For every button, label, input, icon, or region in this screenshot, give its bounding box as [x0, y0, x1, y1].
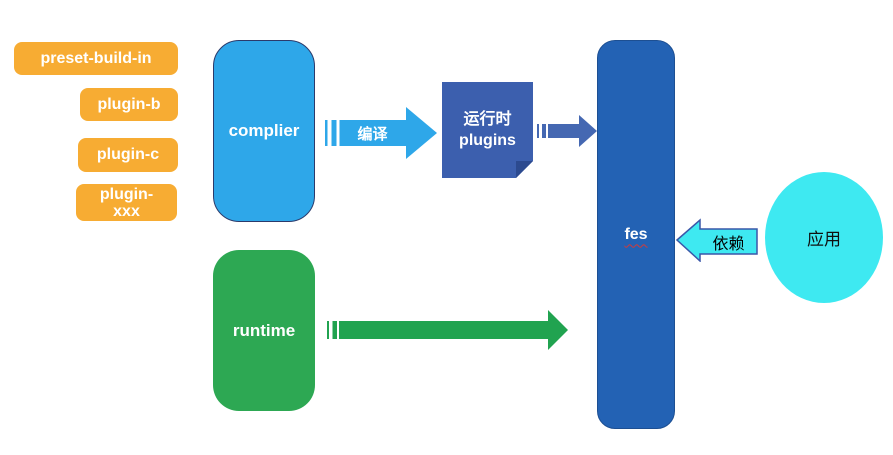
left-arrow-icon	[676, 218, 758, 262]
node-app-label: 应用	[807, 230, 841, 249]
arrow-runtime-to-fes	[326, 308, 568, 352]
node-fes-label: fes	[624, 225, 648, 243]
arrow-compile: 编译	[325, 106, 437, 160]
node-app: 应用	[765, 172, 883, 303]
node-runtime-plugins-line2: plugins	[459, 132, 516, 149]
node-compiler-label: complier	[228, 121, 300, 140]
arrow-app-depends-on-fes: 依赖	[676, 216, 758, 262]
node-compiler: complier	[213, 40, 315, 222]
node-fes: fes	[597, 40, 675, 429]
badge-label: preset-build-in	[40, 49, 152, 67]
right-arrow-icon	[537, 115, 597, 147]
badge-label: plugin-c	[96, 146, 160, 163]
node-runtime-label: runtime	[232, 320, 296, 340]
badge-preset-build-in: preset-build-in	[14, 42, 178, 75]
node-runtime-plugins-line1: 运行时	[463, 111, 512, 128]
badge-label-line2: xxx	[113, 202, 140, 220]
badge-label: plugin-b	[97, 95, 161, 113]
node-runtime: runtime	[213, 250, 315, 411]
right-arrow-icon	[325, 107, 437, 159]
badge-plugin-b: plugin-b	[80, 88, 178, 121]
badge-plugin-c: plugin-c	[78, 138, 178, 172]
right-arrow-icon	[327, 310, 568, 350]
badge-label-line1: plugin-	[99, 185, 154, 203]
badge-plugin-xxx: plugin- xxx	[76, 184, 177, 221]
arrow-plugins-to-fes	[537, 113, 597, 149]
folded-corner	[516, 161, 533, 178]
